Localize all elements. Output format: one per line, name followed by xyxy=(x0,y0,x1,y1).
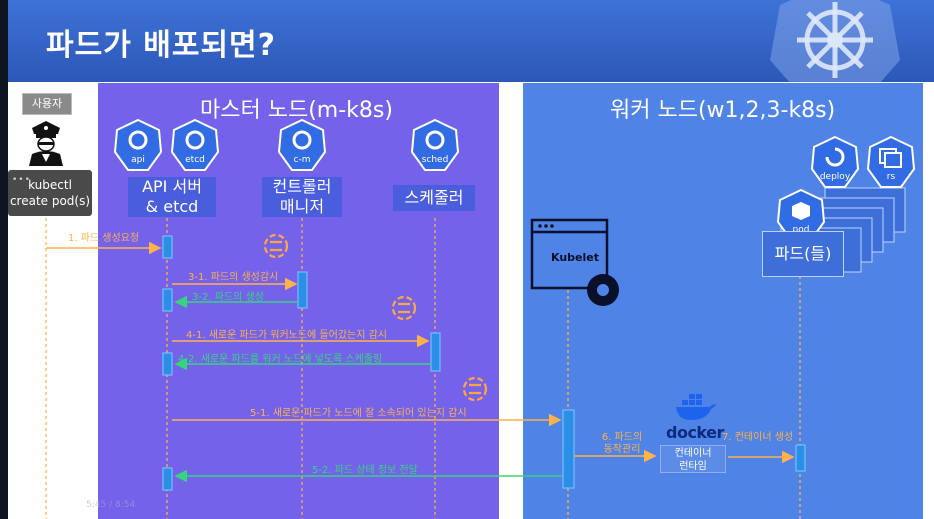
cmd-line-1: kubectl xyxy=(28,178,72,192)
deploy-icon: deploy xyxy=(810,135,860,189)
etcd-icon: etcd xyxy=(170,118,220,172)
api-activation-2 xyxy=(162,288,173,312)
step-7-label: 7. 컨테이너 생성 xyxy=(722,432,794,443)
kubelet-icon xyxy=(530,218,625,310)
controller-manager-label: 컨트롤러 매니저 xyxy=(262,177,342,217)
sched-icon-label: sched xyxy=(421,155,449,165)
api-activation-4 xyxy=(162,467,173,491)
step-6-label: 6. 파드의 동작관리 xyxy=(597,432,647,456)
police-user-icon xyxy=(26,118,66,166)
api-server-label: API 서버 & etcd xyxy=(128,177,216,217)
api-icon-label: api xyxy=(131,155,145,165)
runtime-line2: 런타임 xyxy=(679,461,707,472)
step-6-line1: 6. 파드의 xyxy=(601,432,643,443)
scheduler-icon: sched xyxy=(410,118,460,172)
pod-icon: pod xyxy=(776,188,826,242)
cm-label-line2: 매니저 xyxy=(279,197,325,216)
step-3-2-label: 3-2. 파드의 생성 xyxy=(192,292,264,303)
api-label-line1: API 서버 xyxy=(142,177,202,196)
step-5-1-label: 5-1. 새로운 파드가 노드에 잘 소속되어 있는지 감시 xyxy=(250,408,467,419)
cm-icon-label: c-m xyxy=(293,155,311,165)
kubectl-command-box: ••• kubectl create pod(s) xyxy=(8,170,92,216)
step-1-label: 1. 파드 생성요청 xyxy=(68,233,140,244)
api-activation-1 xyxy=(162,235,173,259)
kubelet-label: Kubelet xyxy=(551,251,599,264)
slide-title: 파드가 배포되면? xyxy=(46,28,277,63)
docker-whale-icon xyxy=(674,392,718,422)
scheduler-label: 스케줄러 xyxy=(393,185,475,211)
api-icon: api xyxy=(113,118,163,172)
step-3-1-label: 3-1. 파드의 생성감시 xyxy=(188,272,279,283)
cm-label-line1: 컨트롤러 xyxy=(272,177,332,196)
master-node-title: 마스터 노드(m-k8s) xyxy=(200,98,393,123)
pod-activation xyxy=(795,444,806,472)
sched-activation xyxy=(430,332,441,372)
pods-label: 파드(들) xyxy=(762,231,844,277)
step-5-2-label: 5-2. 파드 상태 정보 전달 xyxy=(312,465,418,476)
window-edge xyxy=(0,0,8,519)
worker-node-title: 워커 노드(w1,2,3-k8s) xyxy=(610,98,836,123)
rs-icon-label: rs xyxy=(886,172,896,182)
user-tag: 사용자 xyxy=(22,93,72,115)
etcd-icon-label: etcd xyxy=(185,155,205,165)
replicaset-icon: rs xyxy=(866,135,916,189)
watch-loop-icons xyxy=(263,233,488,402)
step-6-line2: 동작관리 xyxy=(603,444,641,455)
container-runtime-box: 컨테이너 런타임 xyxy=(660,445,726,473)
deploy-icon-label: deploy xyxy=(819,172,851,182)
step-4-1-label: 4-1. 새로운 파드가 워커노드에 들어갔는지 감시 xyxy=(186,330,388,341)
docker-label: docker xyxy=(666,423,724,442)
cmd-line-2: create pod(s) xyxy=(9,194,91,208)
terminal-dots-icon: ••• xyxy=(12,175,31,185)
step-4-2-label: 4-2. 새로운 파드를 워커 노드에 넣도록 스케줄링 xyxy=(178,354,383,365)
controller-manager-icon: c-m xyxy=(277,118,327,172)
cm-activation xyxy=(297,271,308,309)
api-label-line2: & etcd xyxy=(145,197,199,216)
api-activation-3 xyxy=(162,352,173,376)
kubelet-activation xyxy=(562,409,575,489)
runtime-line1: 컨테이너 xyxy=(674,448,712,459)
kubernetes-logo-icon xyxy=(740,0,930,82)
player-time: 5:45 / 8:54 xyxy=(86,500,136,510)
pod-icon-label: pod xyxy=(792,225,810,235)
